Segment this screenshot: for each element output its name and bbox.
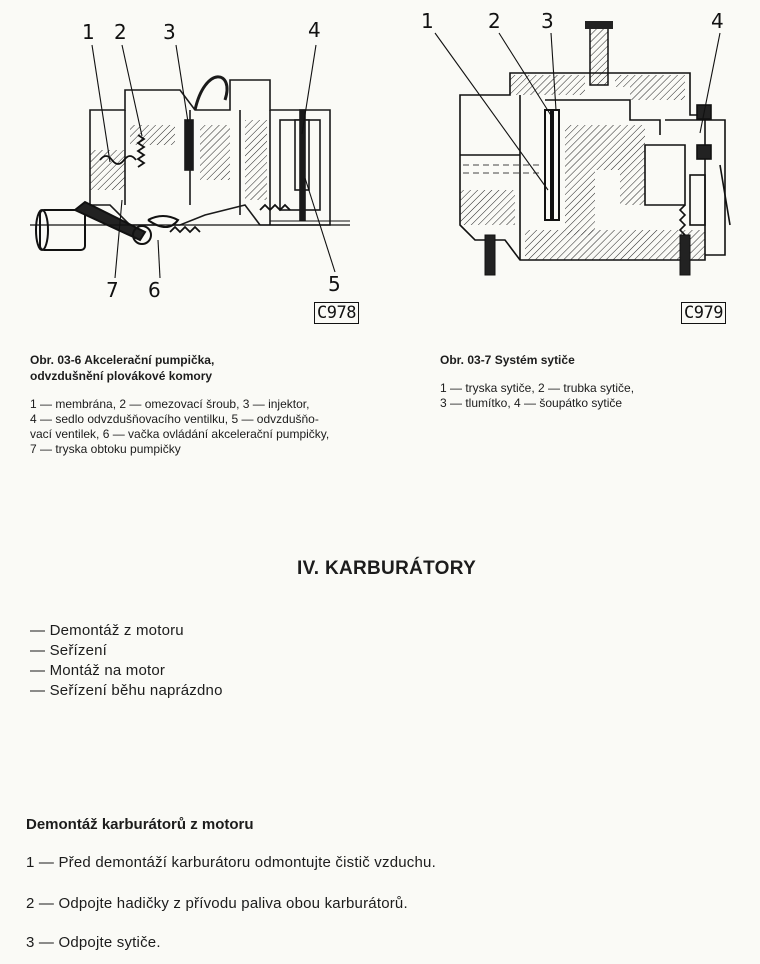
caption-figure-03-6: Obr. 03-6 Akcelerační pumpička, odvzdušn… [30, 352, 400, 457]
callout-7: 7 [106, 278, 119, 302]
callout-6: 6 [148, 278, 161, 302]
choke-system-drawing [434, 21, 731, 276]
callout-2: 2 [114, 20, 127, 44]
subsection-heading: Demontáž karburátorů z motoru [26, 816, 254, 833]
callout-4: 4 [711, 9, 724, 33]
callout-1: 1 [82, 20, 95, 44]
contents-item: — Demontáž z motoru [30, 622, 184, 639]
caption-title-line2: odvzdušnění plovákové komory [30, 369, 213, 383]
caption-title-line1: Obr. 03-6 Akcelerační pumpička, [30, 353, 215, 367]
callout-1: 1 [421, 9, 434, 33]
figure-choke-system: 1 2 3 4 C979 [415, 5, 745, 330]
callout-2: 2 [488, 9, 501, 33]
callout-3: 3 [163, 20, 176, 44]
caption-legend-line: 3 — tlumítko, 4 — šoupátko sytiče [440, 396, 623, 410]
contents-item: — Seřízení [30, 642, 108, 659]
figure-accelerator-pump: 1 2 3 4 5 6 7 C978 [30, 10, 370, 330]
callout-5: 5 [328, 272, 341, 296]
procedure-step-3: 3 — Odpojte sytiče. [26, 934, 161, 951]
callout-3: 3 [541, 9, 554, 33]
procedure-step-1: 1 — Před demontáží karburátoru odmontujt… [26, 854, 436, 871]
contents-item: — Montáž na motor [30, 662, 166, 679]
caption-legend-line: 1 — tryska sytiče, 2 — trubka sytiče, [440, 381, 635, 395]
figure-plate-c979: C979 [681, 302, 726, 324]
caption-legend-line: 4 — sedlo odvzdušňovacího ventilku, 5 — … [30, 412, 319, 426]
procedure-step-2: 2 — Odpojte hadičky z přívodu paliva obo… [26, 895, 408, 912]
caption-legend-line: 1 — membrána, 2 — omezovací šroub, 3 — i… [30, 397, 310, 411]
callout-4: 4 [308, 18, 321, 42]
section-heading: IV. KARBURÁTORY [297, 558, 477, 579]
caption-figure-03-7: Obr. 03-7 Systém sytiče 1 — tryska sytič… [440, 352, 740, 411]
caption-legend-line: 7 — tryska obtoku pumpičky [30, 442, 181, 456]
accelerator-pump-drawing [30, 44, 350, 279]
contents-item: — Seřízení běhu naprázdno [30, 682, 223, 699]
caption-title: Obr. 03-7 Systém sytiče [440, 353, 575, 367]
section-contents-list: — Demontáž z motoru — Seřízení — Montáž … [30, 621, 223, 701]
figure-plate-c978: C978 [314, 302, 359, 324]
caption-legend-line: vací ventilek, 6 — vačka ovládání akcele… [30, 427, 330, 441]
